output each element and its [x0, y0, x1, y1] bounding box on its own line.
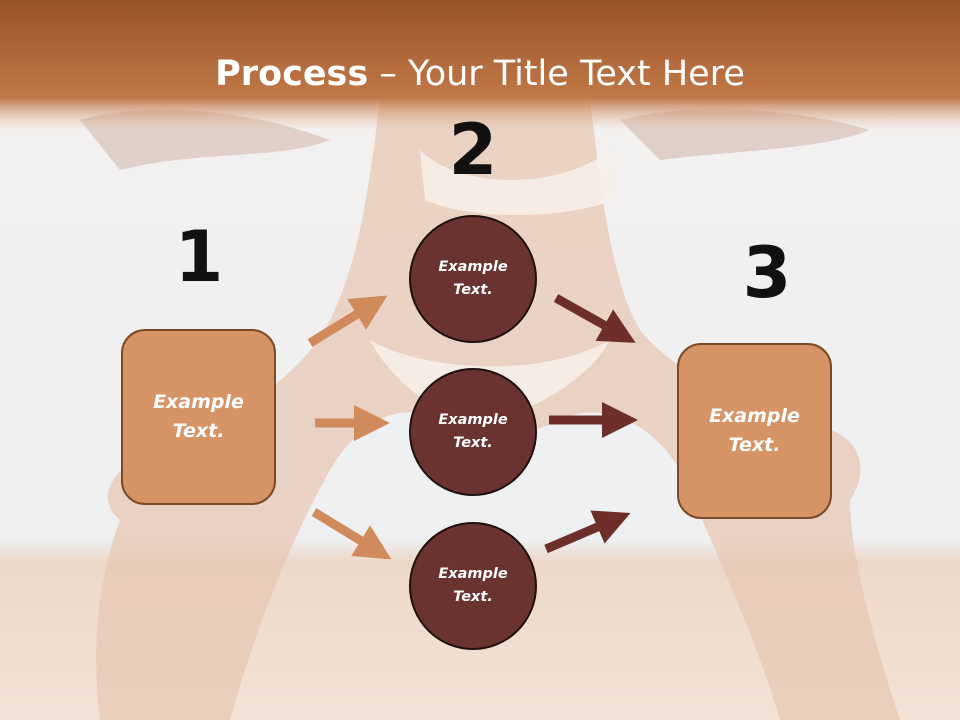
step-number-2: 2 — [448, 109, 498, 191]
arrow-circle1-to-box3 — [553, 294, 636, 343]
step-circle-2-text: Example Text. — [438, 412, 508, 451]
step-box-3-text: Example Text. — [709, 405, 800, 456]
step-box-1: Example Text. — [121, 329, 276, 505]
title-bar — [0, 0, 960, 130]
step-circle-1-text: Example Text. — [438, 259, 508, 298]
step-circle-3: Example Text. — [409, 522, 537, 650]
slide-title: Process – Your Title Text Here — [0, 52, 960, 96]
title-bold: Process — [215, 54, 369, 94]
step-box-3: Example Text. — [677, 343, 832, 519]
arrow-box1-to-circle1 — [307, 295, 388, 347]
step-box-1-text: Example Text. — [153, 391, 244, 442]
arrow-box1-to-circle3 — [311, 508, 392, 560]
step-number-1: 1 — [174, 216, 224, 298]
arrow-circle3-to-box3 — [544, 510, 631, 554]
step-circle-3-text: Example Text. — [438, 566, 508, 605]
step-number-3: 3 — [742, 232, 792, 314]
step-circle-1: Example Text. — [409, 215, 537, 343]
step-circle-2: Example Text. — [409, 368, 537, 496]
title-rest: – Your Title Text Here — [368, 54, 745, 94]
